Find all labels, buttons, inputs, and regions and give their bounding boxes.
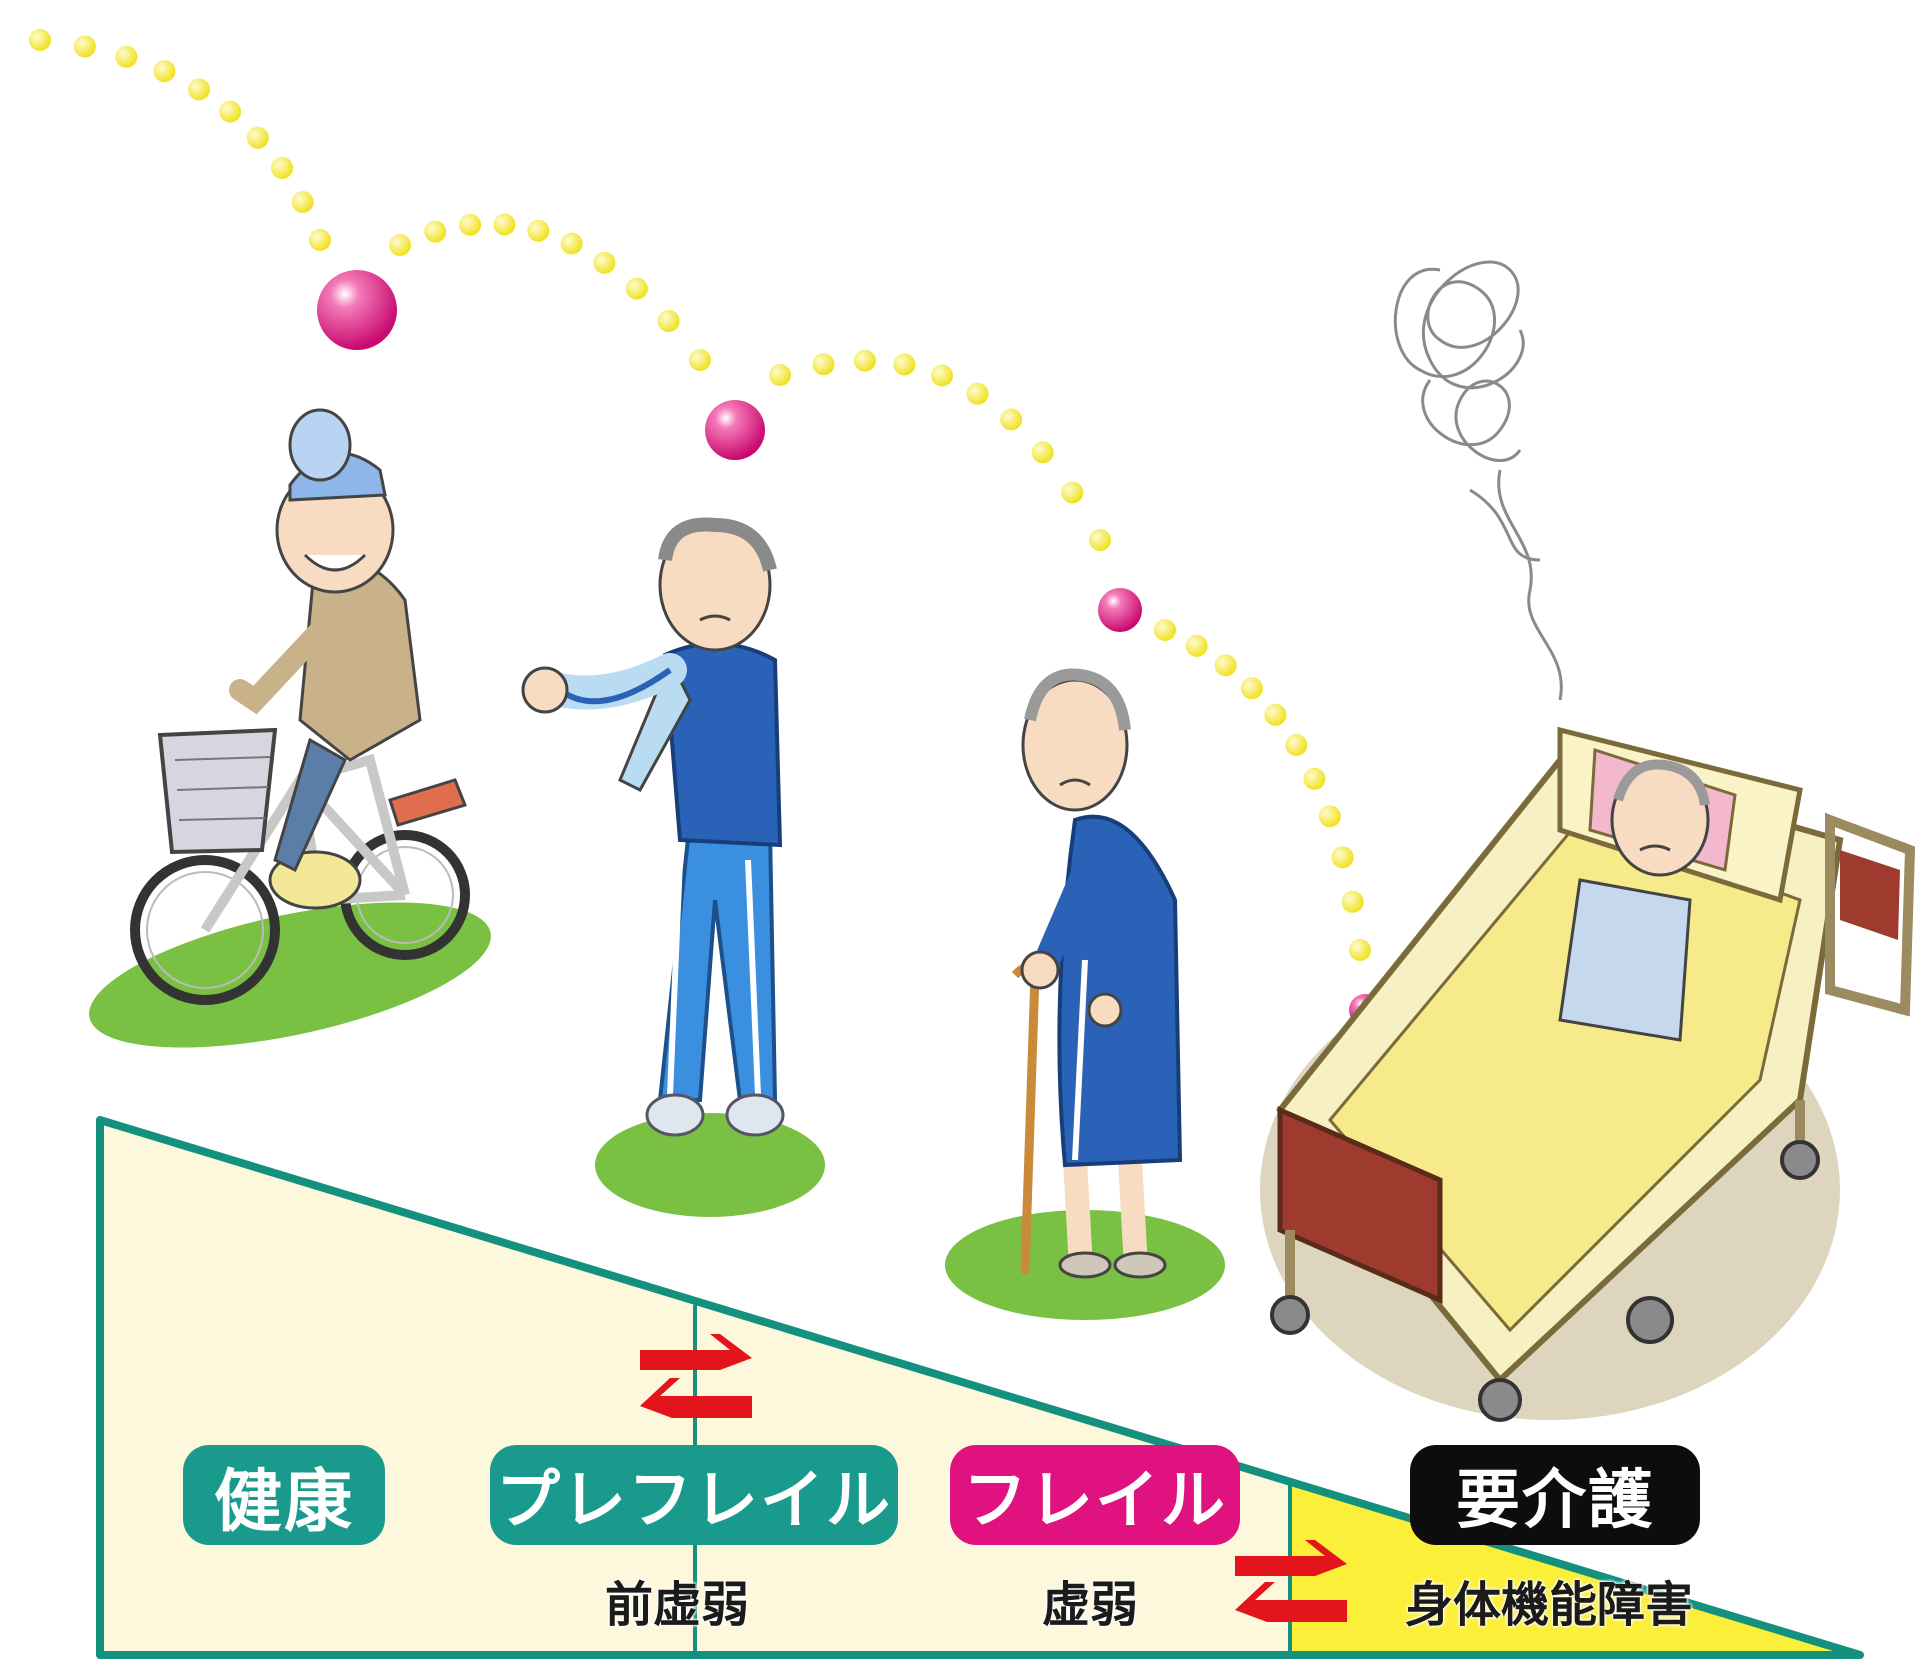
trajectory-dot [424, 220, 447, 243]
trajectory-dot [459, 213, 482, 236]
cane-elder-figure [945, 668, 1225, 1320]
trajectory-dot [188, 78, 210, 101]
trajectory-dot [153, 60, 176, 83]
trajectory-dot [1303, 767, 1326, 790]
trajectory-dot [219, 100, 242, 123]
bedridden-patient-figure [1260, 726, 1916, 1422]
trajectory-dot [593, 251, 616, 274]
trajectory-dot [1331, 846, 1354, 869]
stage-label-prefrail: プレフレイル [490, 1445, 898, 1545]
stage-label-healthy: 健康 [183, 1445, 385, 1545]
stage-marker-healthy [317, 270, 397, 350]
trajectory-dot [1285, 734, 1308, 756]
trajectory-dots [29, 29, 1371, 961]
stage-marker-frail [1098, 588, 1142, 632]
trajectory-dot [1154, 619, 1176, 641]
stage-marker-prefrail [705, 400, 765, 460]
standing-elder-figure [521, 517, 825, 1217]
trajectory-dot [309, 229, 331, 251]
trajectory-dot [560, 232, 583, 255]
trajectory-dot [493, 213, 516, 236]
trajectory-dot [853, 349, 876, 372]
trajectory-dot [527, 219, 550, 242]
trajectory-dot [1349, 939, 1371, 961]
trajectory-dot [966, 382, 989, 405]
trajectory-dot [1031, 441, 1054, 464]
stage-label-prefrail-text: プレフレイル [496, 1464, 892, 1538]
trajectory-dot [1341, 890, 1364, 913]
trajectory-dot [625, 277, 648, 300]
trajectory-dot [893, 353, 916, 376]
trajectory-dot [29, 29, 51, 51]
trajectory-dot [769, 364, 791, 386]
trajectory-dot [271, 156, 293, 179]
trajectory-dot [246, 126, 269, 149]
stage-label-healthy-text: 健康 [213, 1462, 354, 1542]
stage-sublabel-care: 身体機能障害 [1405, 1577, 1694, 1633]
trajectory-dot [291, 191, 314, 213]
stage-label-care: 要介護 [1410, 1445, 1700, 1545]
trajectory-dot [389, 234, 411, 256]
trajectory-dot [1264, 703, 1287, 726]
trajectory-dot [812, 353, 835, 376]
trajectory-dot [1185, 634, 1208, 657]
trajectory-dot [657, 310, 680, 332]
trajectory-dot [1089, 529, 1111, 551]
trajectory-dot [1061, 481, 1084, 504]
trajectory-dot [689, 349, 711, 371]
stage-sublabel-frail: 虚弱 [1042, 1577, 1139, 1633]
trajectory-dot [931, 364, 953, 387]
confusion-scribble-icon [1393, 260, 1563, 701]
trajectory-dot [1240, 677, 1263, 700]
trajectory-dot [115, 45, 138, 68]
stage-sublabel-prefrail: 前虚弱 [605, 1577, 750, 1633]
stage-label-care-text: 要介護 [1456, 1464, 1654, 1538]
transition-arrows-care [1235, 1540, 1347, 1622]
bicycle-rider-figure [89, 408, 491, 1048]
trajectory-dot [1318, 805, 1341, 828]
stage-label-frail: フレイル [950, 1445, 1240, 1545]
stage-label-frail-text: フレイル [963, 1464, 1227, 1538]
trajectory-dot [1000, 408, 1023, 431]
trajectory-dot [73, 35, 96, 58]
trajectory-dot [1214, 654, 1237, 677]
transition-arrows-prefrail [640, 1334, 752, 1418]
